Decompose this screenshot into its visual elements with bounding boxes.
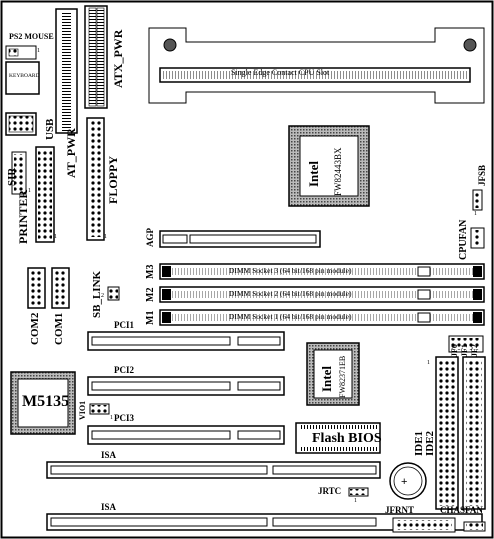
pci3-slot [87,425,285,445]
pin1-marker: 1 [28,188,31,194]
cpu-slot-frame [148,27,485,104]
usb-label: USB [44,118,56,140]
pin1-marker: 1 [37,48,40,54]
flash-bios-label: Flash BIOS [312,431,382,446]
jfsb-label: JFSB [477,164,487,186]
jrtc-label: JRTC [318,486,342,496]
pin2-marker: 2 [101,293,104,299]
keyboard-connector [5,61,40,95]
com2-label: COM2 [29,312,41,345]
pci1-slot [87,331,285,351]
dimm2-label: DIMM Socket 2 (64 bit/168 pin module) [229,289,352,298]
sir-label: SIR [6,167,18,186]
dimm-socket-3 [159,263,485,280]
isa1-label: ISA [101,450,117,460]
dimm1-label: DIMM Socket 1 (64 bit/168 pin module) [229,312,352,321]
jf0-label: JF0 [450,344,459,357]
atx-pwr-label: ATX_PWR [111,29,125,88]
m1-label: M1 [145,310,156,325]
dimm-socket-1 [159,309,485,326]
jf1-label: JF1 [460,344,469,357]
floppy-label: FLOPPY [106,156,120,204]
jf2-label: JF2 [470,344,479,357]
southbridge-part: FW82371EB [338,355,347,398]
northbridge-part: FW82443BX [333,147,343,196]
pci3-label: PCI3 [114,413,134,423]
cpu-slot-label: Single Edge Contact CPU Slot [231,68,330,77]
m5135-label: M5135 [22,393,70,410]
pci2-slot [87,376,285,396]
pin1-marker: 1 [354,498,357,504]
chasfan-label: CHASFAN [440,505,483,515]
keyboard-label: KEYBOARD [9,73,40,79]
battery [389,462,427,500]
isa2-label: ISA [101,502,117,512]
pin1-marker: 1 [474,211,477,217]
ps2-mouse-label: PS2 MOUSE [9,32,54,41]
isa-slot-2 [46,513,483,531]
vio1-label: VIO1 [78,400,87,420]
com1-label: COM1 [53,312,65,345]
pci1-label: PCI1 [114,320,134,330]
battery-plus: + [401,476,407,488]
m3-label: M3 [145,264,156,279]
dimm-socket-2 [159,286,485,303]
southbridge-brand: Intel [319,366,334,392]
northbridge-brand: Intel [306,161,321,187]
at-pwr-label: AT_PWR [64,128,78,178]
dimm3-label: DIMM Socket 3 (64 bit/168 pin module) [229,266,352,275]
isa-slot-1 [46,461,381,479]
pin1-marker: 1 [54,234,57,240]
pci2-label: PCI2 [114,365,134,375]
jfrnt-label: JFRNT [385,505,414,515]
pin1-marker: 1 [427,360,430,366]
pin1-marker: 1 [104,234,107,240]
agp-label: AGP [145,228,155,247]
pin1-marker: 1 [110,415,113,421]
ide2-label: IDE2 [424,430,436,456]
m2-label: M2 [145,287,156,302]
cpufan-label: CPUFAN [458,219,469,260]
printer-label: PRINTER [16,189,30,244]
